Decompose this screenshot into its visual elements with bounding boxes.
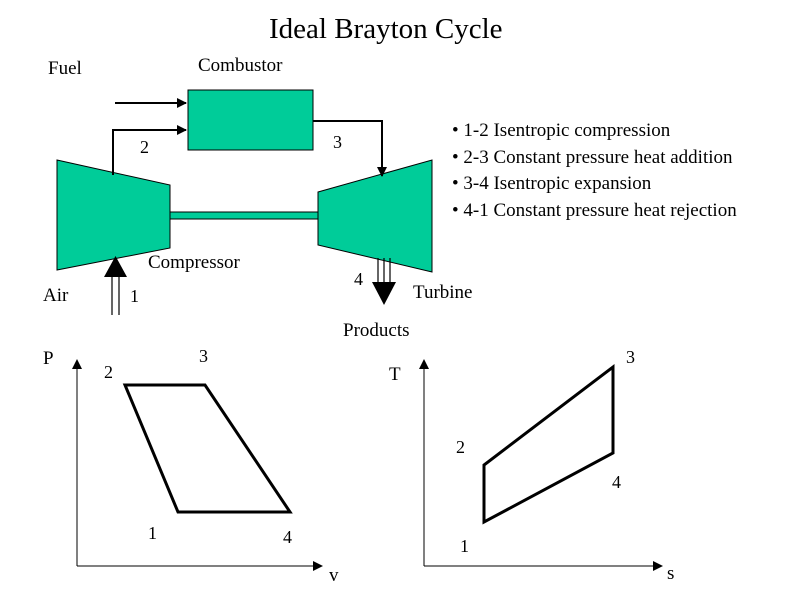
compressed-air-arrow xyxy=(112,125,187,175)
state-2-label: 2 xyxy=(140,137,149,157)
pv-point-1-label: 1 xyxy=(148,523,157,543)
process-item: • 1-2 Isentropic compression xyxy=(452,120,671,141)
process-item: • 4-1 Constant pressure heat rejection xyxy=(452,200,737,222)
process-list: • 1-2 Isentropic compression • 2-3 Const… xyxy=(452,121,737,228)
component-group xyxy=(56,89,433,273)
pv-y-axis-label: P xyxy=(43,348,54,369)
products-exit-arrow xyxy=(372,258,396,305)
pv-point-2-label: 2 xyxy=(104,362,113,382)
air-inlet-arrow xyxy=(104,256,127,315)
state-4-label: 4 xyxy=(354,269,363,289)
products-label: Products xyxy=(343,320,410,341)
state-1-label: 1 xyxy=(130,286,139,306)
turbine-shape xyxy=(317,159,433,273)
process-item: • 3-4 Isentropic expansion xyxy=(452,173,652,195)
slide-title: Ideal Brayton Cycle xyxy=(269,13,503,45)
pv-point-4-label: 4 xyxy=(283,527,292,547)
flow-arrows xyxy=(112,98,387,177)
state-3-label: 3 xyxy=(333,132,342,152)
ts-point-4-label: 4 xyxy=(612,472,621,492)
pv-diagram xyxy=(72,359,323,571)
compressor-label: Compressor xyxy=(148,252,240,273)
connecting-shaft xyxy=(169,211,319,220)
combustor-exit-arrow xyxy=(313,120,387,177)
compressor-shape xyxy=(56,159,171,271)
air-label: Air xyxy=(43,285,69,306)
ts-point-3-label: 3 xyxy=(626,347,635,367)
ts-cycle-path xyxy=(482,363,615,525)
ts-y-axis-label: T xyxy=(389,364,401,385)
ts-point-1-label: 1 xyxy=(460,536,469,556)
pv-x-axis-label: v xyxy=(329,565,339,586)
process-item: • 2-3 Constant pressure heat addition xyxy=(452,146,733,168)
combustor-label: Combustor xyxy=(198,55,283,76)
combustor-box xyxy=(187,89,314,151)
ts-x-axis-label: s xyxy=(667,563,675,584)
ts-point-2-label: 2 xyxy=(456,437,465,457)
turbine-label: Turbine xyxy=(413,282,473,303)
pv-point-3-label: 3 xyxy=(199,346,208,366)
pv-cycle-path xyxy=(122,383,293,514)
ts-diagram xyxy=(419,359,663,571)
fuel-label: Fuel xyxy=(48,58,82,79)
